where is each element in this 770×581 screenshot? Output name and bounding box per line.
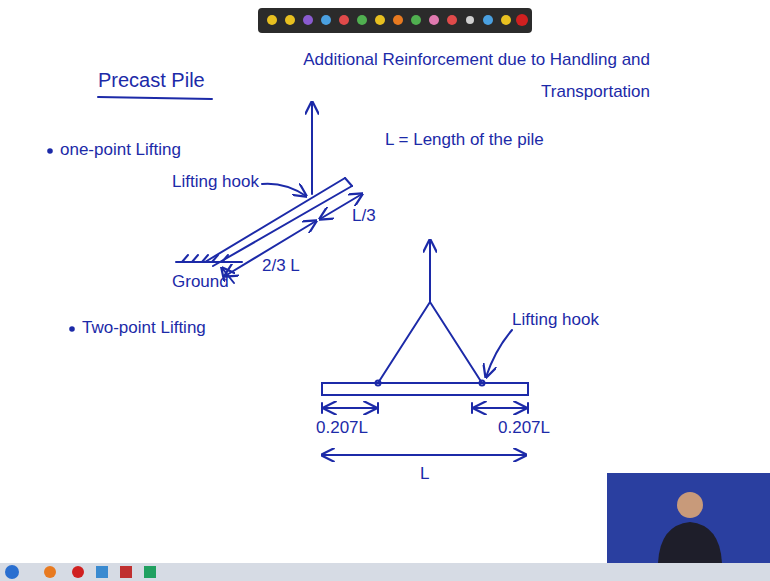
bullet-text: one-point Lifting [60, 140, 181, 160]
title-underline [98, 97, 212, 99]
taskbar [0, 563, 770, 581]
tick [377, 403, 379, 413]
tick [321, 403, 323, 413]
part-label: Ground [172, 272, 229, 292]
dimension-line [322, 454, 526, 456]
bullet-text: Two-point Lifting [82, 318, 206, 338]
bullet [70, 327, 74, 331]
hook [376, 381, 381, 386]
leader-line [486, 330, 512, 377]
dimension-label: 2/3 L [262, 256, 300, 276]
slanted-pile [205, 178, 352, 266]
dimension-label: 0.207L [316, 418, 368, 438]
toolbar [258, 8, 532, 33]
leader-line [262, 184, 306, 196]
lifting-force-arrow [311, 102, 313, 194]
hook [480, 381, 485, 386]
horizontal-pile [322, 383, 528, 395]
dimension-line [225, 221, 316, 276]
bullet [48, 149, 52, 153]
note: L = Length of the pile [385, 130, 544, 150]
presenter-video [607, 473, 770, 563]
part-label: Lifting hook [512, 310, 599, 330]
dimension-label: 0.207L [498, 418, 550, 438]
dimension-label: L [420, 464, 429, 484]
slide-title: Precast Pile [98, 70, 205, 90]
dimension-line [474, 407, 526, 409]
tick [527, 403, 529, 413]
heading-note: Additional Reinforcement due to Handling… [238, 44, 650, 108]
lifting-force-arrow [429, 240, 431, 302]
part-label: Lifting hook [172, 172, 259, 192]
tick [471, 403, 473, 413]
ground-hatch [176, 255, 242, 262]
sling [378, 302, 482, 383]
dimension-label: L/3 [352, 206, 376, 226]
dimension-line [324, 407, 376, 409]
